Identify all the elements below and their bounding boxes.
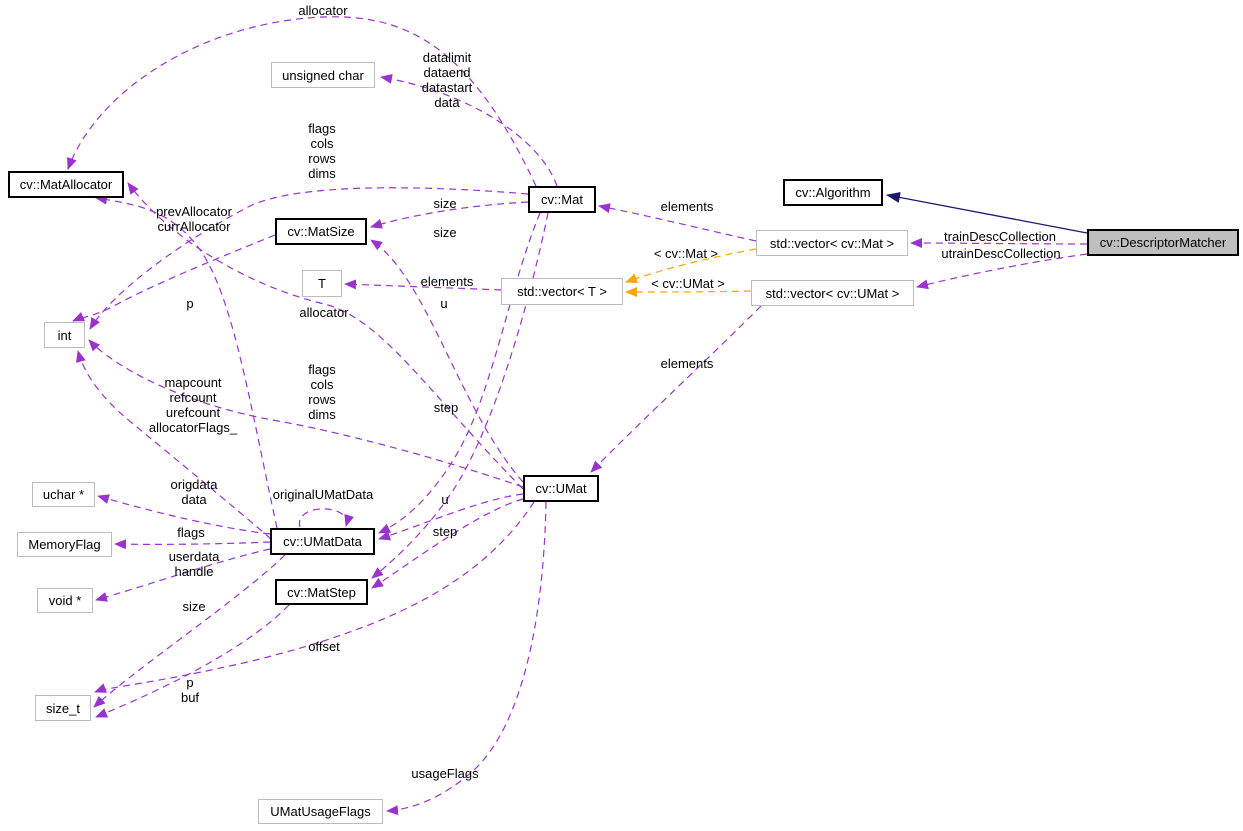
edge-descriptormatcher-to-algorithm-inheritance — [886, 192, 1088, 234]
edge-vectormat-to-mat-elements — [598, 203, 757, 242]
edge-label-size-umatdata: size — [182, 599, 206, 614]
edge-label-size-mat: size — [433, 196, 457, 211]
node-memoryflag: MemoryFlag — [17, 532, 112, 557]
node-cv-matstep[interactable]: cv::MatStep — [275, 579, 368, 605]
edge-label-offset: offset — [308, 639, 340, 654]
edge-label-traindesccollection: trainDescCollection — [944, 229, 1056, 244]
node-cv-descriptormatcher: cv::DescriptorMatcher — [1087, 229, 1239, 256]
edge-label-usageflags: usageFlags — [411, 766, 479, 781]
edge-umat-to-matallocator-allocator — [127, 182, 524, 490]
edge-mat-to-int-flags — [89, 187, 529, 330]
edge-umat-to-int-flags — [88, 339, 524, 488]
edge-mat-to-umatdata-u — [378, 212, 541, 534]
edge-label-u-umat: u — [441, 492, 449, 507]
node-cv-matallocator[interactable]: cv::MatAllocator — [8, 171, 124, 198]
edge-label-data-fields: datalimit dataend datastart data — [421, 50, 473, 110]
edge-umatdata-selfloop-originalumatdata — [299, 508, 354, 528]
node-cv-umat[interactable]: cv::UMat — [523, 475, 599, 502]
edge-umat-to-matstep-step — [371, 498, 524, 589]
edge-label-utraindesccollection: utrainDescCollection — [941, 246, 1061, 261]
edge-umat-to-sizet-offset — [94, 501, 535, 693]
edge-label-mapcount-fields: mapcount refcount urefcount allocatorFla… — [148, 375, 238, 435]
edge-umat-to-matsize-size — [370, 239, 524, 483]
edge-label-userdata-handle: userdata handle — [168, 549, 220, 579]
edge-label-allocator-umat: allocator — [299, 305, 349, 320]
edge-label-elements-t: elements — [420, 274, 474, 289]
edge-vectormat-to-vectort-template — [625, 248, 757, 284]
edge-label-step-mat: step — [433, 400, 459, 415]
edge-descriptormatcher-to-vectormat — [910, 238, 1088, 249]
node-t: T — [302, 270, 342, 297]
node-unsigned-char: unsigned char — [271, 62, 375, 88]
edge-vectorumat-to-vectort-template — [625, 286, 752, 297]
node-void-ptr: void * — [37, 588, 93, 613]
node-size-t: size_t — [35, 695, 91, 721]
node-int: int — [44, 322, 85, 348]
edge-label-mat-int-fields: flags cols rows dims — [308, 121, 336, 181]
edge-label-p-matsize: p — [186, 296, 194, 311]
edge-matsize-to-int-p — [72, 234, 276, 322]
edge-label-p-buf: p buf — [180, 675, 200, 705]
edge-label-flags-memoryflag: flags — [177, 525, 205, 540]
edge-label-elements-umat: elements — [660, 356, 714, 371]
edge-label-template-cvumat: < cv::UMat > — [651, 276, 725, 291]
node-std-vector-cv-umat: std::vector< cv::UMat > — [751, 280, 914, 306]
edge-umat-to-umatusageflags — [386, 501, 547, 816]
edge-label-size-umat: size — [433, 225, 457, 240]
edge-umatdata-to-int-mapcount — [76, 350, 272, 540]
edge-label-umat-int-fields: flags cols rows dims — [308, 362, 336, 422]
edge-label-prev-curr-allocator: prevAllocator currAllocator — [156, 204, 232, 234]
edge-descriptormatcher-to-vectorumat — [916, 253, 1088, 290]
edge-matstep-to-sizet-pbuf — [95, 604, 290, 718]
edge-label-template-cvmat: < cv::Mat > — [653, 246, 719, 261]
edge-umatdata-to-ucharptr-origdata — [97, 494, 271, 535]
node-uchar-ptr: uchar * — [32, 482, 95, 507]
edge-umatdata-to-memoryflag-flags — [114, 539, 271, 550]
edge-vectort-to-t-elements — [344, 279, 502, 291]
node-cv-mat[interactable]: cv::Mat — [528, 186, 596, 213]
edge-umatdata-to-matallocator-prevcurr — [95, 194, 278, 529]
edge-umatdata-to-sizet-size — [93, 554, 286, 708]
node-std-vector-cv-mat: std::vector< cv::Mat > — [756, 230, 908, 256]
edge-label-step-umat: step — [432, 524, 458, 539]
edge-umatdata-to-voidptr-userdata — [95, 548, 271, 602]
edge-label-u-mat: u — [440, 296, 448, 311]
edge-mat-to-matstep-step — [371, 212, 549, 579]
node-cv-algorithm[interactable]: cv::Algorithm — [783, 179, 883, 206]
node-std-vector-t: std::vector< T > — [501, 278, 623, 305]
node-cv-matsize[interactable]: cv::MatSize — [275, 218, 367, 245]
edge-mat-to-unsignedchar-data — [380, 73, 558, 187]
edge-umat-to-umatdata-u — [378, 493, 524, 541]
edge-label-origdata-data: origdata data — [170, 477, 218, 507]
node-cv-umatdata[interactable]: cv::UMatData — [270, 528, 375, 555]
edge-mat-to-matallocator-allocator — [67, 16, 537, 187]
edge-vectorumat-to-umat-elements — [590, 305, 762, 473]
edge-label-elements-mat: elements — [660, 199, 714, 214]
node-umatusageflags: UMatUsageFlags — [258, 799, 383, 824]
edge-label-originalumatdata: originalUMatData — [272, 487, 374, 502]
edge-label-allocator-mat: allocator — [298, 3, 348, 18]
